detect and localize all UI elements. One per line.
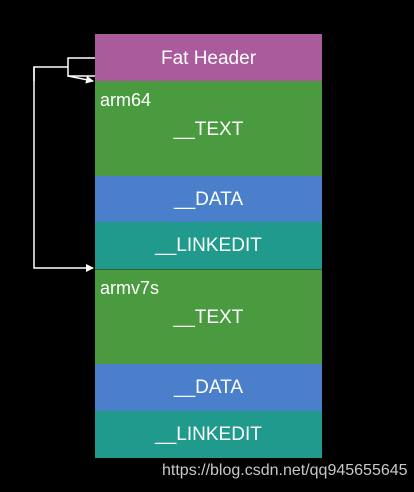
arrow-to-arm64-head — [67, 75, 94, 84]
armv7s-linkedit-label: __LINKEDIT — [155, 424, 262, 445]
armv7s-data-segment: __DATA — [95, 364, 322, 411]
arm64-arch-label: arm64 — [100, 90, 152, 110]
segment-divider — [95, 269, 322, 270]
arm64-data-label: __DATA — [174, 189, 243, 210]
arm64-data-segment: __DATA — [95, 176, 322, 222]
header-bracket — [67, 57, 95, 77]
arrow-to-arm64 — [33, 66, 68, 81]
armv7s-text-segment: armv7s __TEXT — [95, 269, 322, 364]
armv7s-arch-label: armv7s — [100, 278, 160, 298]
fat-header-block: Fat Header — [95, 34, 322, 81]
arm64-text-segment: arm64 __TEXT — [95, 81, 322, 176]
arm64-linkedit-segment: __LINKEDIT — [95, 222, 322, 269]
watermark-url: https://blog.csdn.net/qq945655645 — [162, 462, 408, 479]
fat-header-label: Fat Header — [160, 48, 257, 69]
armv7s-linkedit-segment: __LINKEDIT — [95, 411, 322, 458]
arm64-text-label: __TEXT — [173, 119, 244, 140]
armv7s-text-label: __TEXT — [173, 307, 244, 328]
arrow-to-armv7s — [33, 67, 94, 272]
arm64-linkedit-label: __LINKEDIT — [155, 235, 262, 256]
armv7s-data-label: __DATA — [174, 377, 243, 398]
